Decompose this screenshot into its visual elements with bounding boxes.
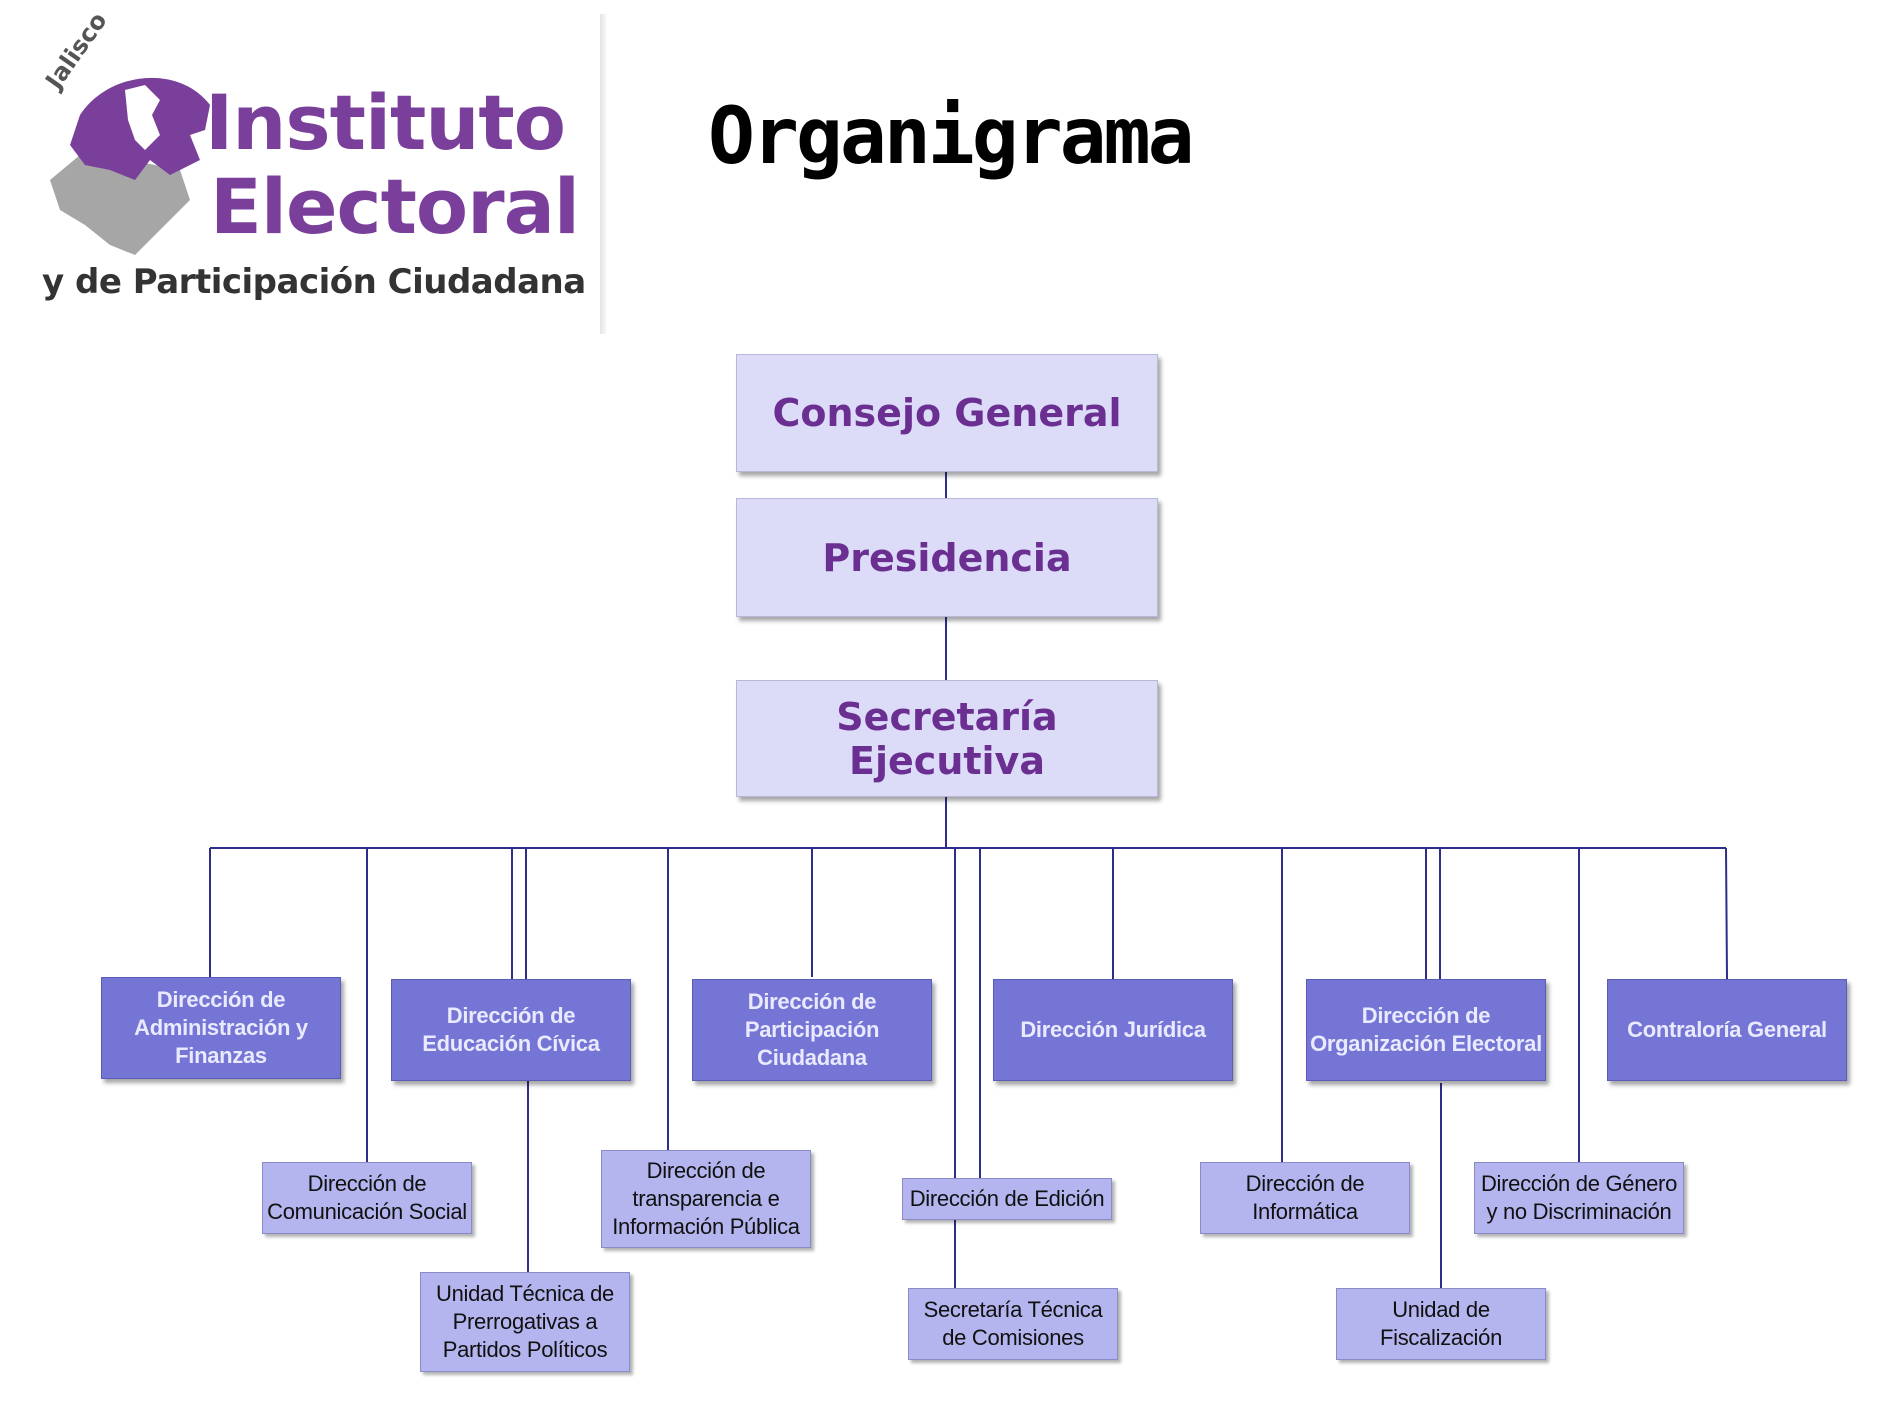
node-fiscalizacion: Unidad de Fiscalización <box>1336 1288 1546 1360</box>
page-title: Organigrama <box>708 92 1195 182</box>
node-secretaria-tecnica: Secretaría Técnica de Comisiones <box>908 1288 1118 1360</box>
logo-electoral-text: Electoral <box>210 162 580 251</box>
logo-white-figure <box>125 85 160 150</box>
node-dir-organizacion-label: Dirección de Organización Electoral <box>1310 1003 1542 1056</box>
node-dir-juridica-label: Dirección Jurídica <box>1020 1017 1206 1042</box>
node-dir-administracion-label: Dirección de Administración y Finanzas <box>134 987 308 1068</box>
node-informatica: Dirección de Informática <box>1200 1162 1410 1234</box>
logo-gray-shape <box>50 155 190 255</box>
node-secretaria-ejecutiva-label: Secretaría Ejecutiva <box>836 694 1058 783</box>
node-transparencia-label: Dirección de transparencia e Información… <box>612 1158 800 1239</box>
header-divider <box>600 14 606 334</box>
node-consejo-general-label: Consejo General <box>772 391 1122 435</box>
node-comunicacion-social-label: Dirección de Comunicación Social <box>267 1171 467 1224</box>
jalisco-map-emblem <box>50 77 210 255</box>
node-prerrogativas-label: Unidad Técnica de Prerrogativas a Partid… <box>436 1281 614 1362</box>
institution-logo: Jalisco Instituto Electoral y de Partici… <box>20 7 586 320</box>
node-fiscalizacion-label: Unidad de Fiscalización <box>1379 1297 1503 1350</box>
connector-contraloria <box>1725 847 1728 980</box>
node-comunicacion-social: Dirección de Comunicación Social <box>262 1162 472 1234</box>
node-dir-participacion-label: Dirección de Participación Ciudadana <box>744 989 880 1070</box>
node-dir-administracion: Dirección de Administración y Finanzas <box>101 977 341 1079</box>
node-edicion-label: Dirección de Edición <box>909 1186 1105 1211</box>
node-contraloria-general: Contraloría General <box>1607 979 1847 1081</box>
node-dir-participacion: Dirección de Participación Ciudadana <box>692 979 932 1081</box>
node-prerrogativas: Unidad Técnica de Prerrogativas a Partid… <box>420 1272 630 1372</box>
node-transparencia: Dirección de transparencia e Información… <box>601 1150 811 1248</box>
logo-participacion-text: y de Participación Ciudadana <box>42 262 586 302</box>
logo-instituto-text: Instituto <box>205 78 566 167</box>
node-contraloria-general-label: Contraloría General <box>1627 1017 1827 1042</box>
node-dir-organizacion: Dirección de Organización Electoral <box>1306 979 1546 1081</box>
node-secretaria-tecnica-label: Secretaría Técnica de Comisiones <box>923 1297 1103 1350</box>
node-presidencia: Presidencia <box>736 498 1158 617</box>
node-dir-educacion-civica-label: Dirección de Educación Cívica <box>422 1003 600 1056</box>
node-dir-educacion-civica: Dirección de Educación Cívica <box>391 979 631 1081</box>
node-edicion: Dirección de Edición <box>902 1178 1112 1220</box>
node-genero-label: Dirección de Género y no Discriminación <box>1480 1171 1678 1224</box>
node-secretaria-ejecutiva: Secretaría Ejecutiva <box>736 680 1158 797</box>
node-dir-juridica: Dirección Jurídica <box>993 979 1233 1081</box>
node-informatica-label: Dirección de Informática <box>1245 1171 1365 1224</box>
node-consejo-general: Consejo General <box>736 354 1158 472</box>
node-presidencia-label: Presidencia <box>822 535 1072 580</box>
node-genero: Dirección de Género y no Discriminación <box>1474 1162 1684 1234</box>
